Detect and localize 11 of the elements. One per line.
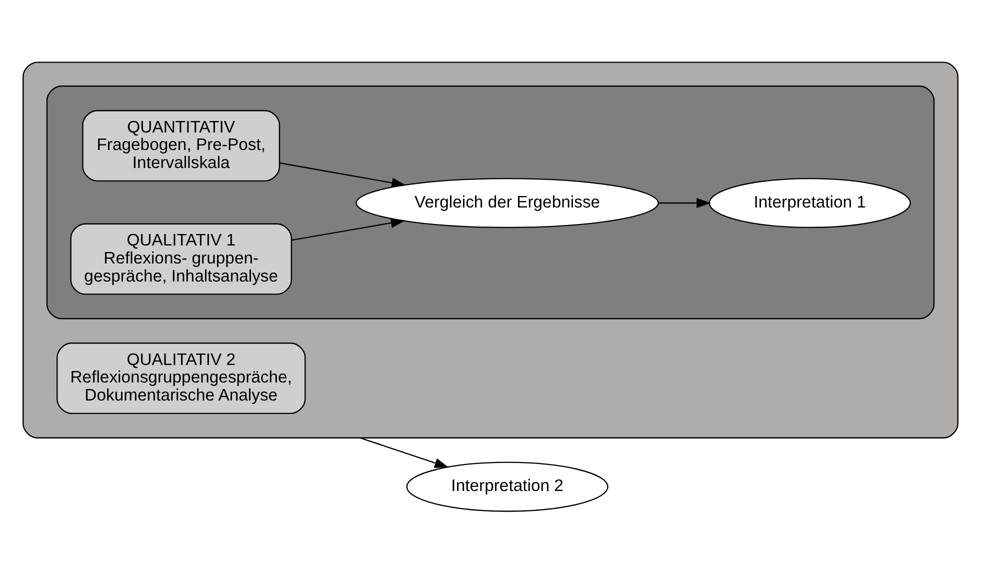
cluster [22,62,958,438]
node-ellipse: Interpretation 1 [708,178,911,228]
node-box: QUALITATIV 1 Reflexions- gruppen- gespräche, Inhaltsanalyse [70,223,292,295]
arrow [360,437,449,468]
arrow [280,162,406,188]
cluster [46,86,935,320]
node-box: QUANTITATIV Fragebogen, Pre-Post, Intervallskala [82,110,280,182]
arrow [658,198,711,208]
node-ellipse: Interpretation 2 [406,462,608,512]
arrow [291,218,406,241]
node-box: QUALITATIV 2 Reflexionsgruppengespräche, Dokumentarische Analyse [56,342,306,414]
